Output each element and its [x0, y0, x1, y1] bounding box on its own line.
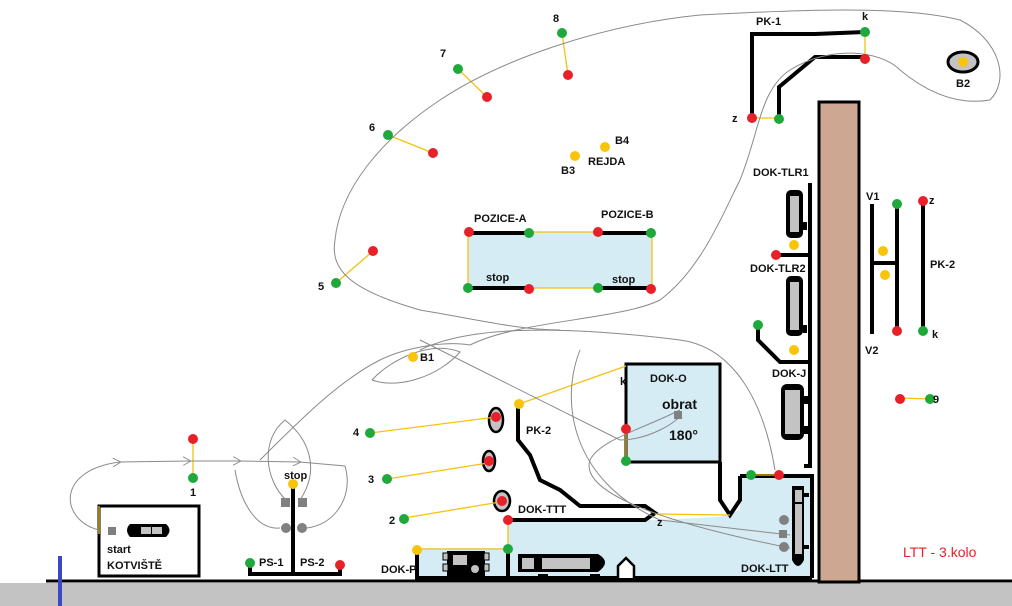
ground	[0, 583, 1012, 606]
ltt-markers	[779, 515, 789, 552]
gate-9-label: 9	[933, 394, 939, 406]
obrat-label: obrat	[662, 396, 697, 412]
kotviste-box	[97, 504, 201, 578]
pk1-z-label: z	[732, 113, 738, 125]
ps2-label: PS-2	[300, 557, 324, 569]
pier	[817, 100, 861, 584]
v2-label: V2	[865, 345, 878, 357]
dok-ttt-z-label: z	[657, 517, 663, 529]
gate-2-label: 2	[389, 515, 395, 527]
gate-1-label: 1	[190, 487, 196, 499]
pozice-b-label: POZICE-B	[601, 209, 654, 221]
signals	[188, 27, 968, 570]
pozice-stop-a-label: stop	[486, 272, 510, 284]
kotviste-label: KOTVIŠTĚ	[107, 559, 162, 572]
pk2-k-label: k	[932, 329, 939, 341]
gate-8-label: 8	[553, 13, 559, 25]
dok-p-boat	[442, 551, 490, 578]
dok-o-label: DOK-O	[650, 373, 687, 385]
dock-basin	[415, 404, 814, 580]
v1-label: V1	[866, 191, 879, 203]
rejda-label: REJDA	[588, 156, 625, 168]
dok-ttt-label: DOK-TTT	[518, 504, 567, 516]
tlr1-boat	[786, 190, 807, 238]
buoy-b1-label: B1	[420, 352, 434, 364]
obrat-marker	[674, 411, 682, 419]
pk2-left-label: PK-2	[526, 425, 551, 437]
dok-j-boat	[781, 384, 808, 440]
pk2-right-channel	[870, 201, 925, 334]
gate-3-label: 3	[368, 474, 374, 486]
page-title: LTT - 3.kolo	[903, 544, 977, 560]
dok-o-k-label: k	[620, 376, 627, 388]
ps1-label: PS-1	[259, 557, 283, 569]
house-icon	[616, 556, 636, 578]
ltt-boat	[792, 486, 809, 566]
buoy-b4-label: B4	[615, 135, 630, 147]
tlr2-boat	[786, 276, 807, 336]
ps-stop-label: stop	[284, 470, 308, 482]
gate-4-label: 4	[353, 427, 360, 439]
boat-icon	[127, 524, 170, 537]
dok-j-label: DOK-J	[772, 368, 806, 380]
dok-ltt-label: DOK-LTT	[741, 563, 789, 575]
pozice-box	[467, 231, 653, 289]
start-label: start	[107, 544, 131, 556]
pozice-a-label: POZICE-A	[474, 213, 527, 225]
gate-5-label: 5	[318, 281, 324, 293]
dok-tlr1-label: DOK-TLR1	[753, 167, 809, 179]
gate-6-label: 6	[369, 122, 375, 134]
pk2-z-label: z	[929, 195, 935, 207]
course-path	[69, 9, 1001, 549]
obrat-degree-label: 180°	[669, 427, 698, 443]
pk1-label: PK-1	[756, 16, 781, 28]
pk2-right-label: PK-2	[930, 259, 955, 271]
dok-tlr2-label: DOK-TLR2	[750, 263, 806, 275]
dok-p-label: DOK-P	[381, 564, 416, 576]
pk1-k-label: k	[862, 11, 869, 23]
gate-7-label: 7	[440, 48, 446, 60]
buoy-b2-label: B2	[956, 78, 970, 90]
pozice-stop-b-label: stop	[612, 274, 636, 286]
pk1-channel	[750, 30, 866, 118]
ttt-boat	[518, 554, 605, 577]
start-marker	[108, 527, 116, 535]
buoy-b3-label: B3	[561, 165, 575, 177]
